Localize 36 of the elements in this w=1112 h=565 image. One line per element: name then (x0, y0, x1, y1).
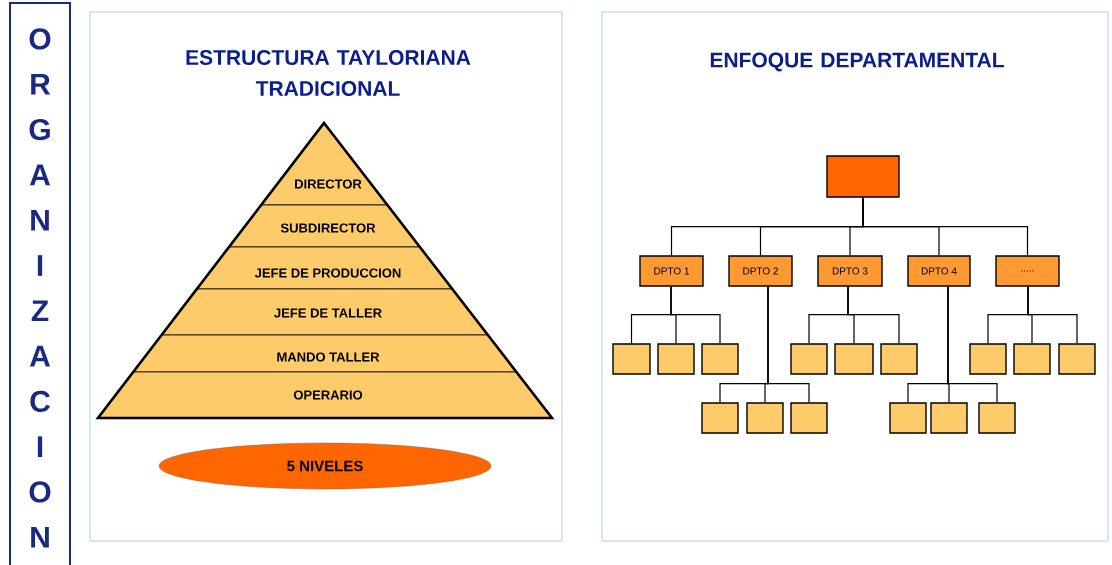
org-box (1013, 343, 1051, 375)
pyramid-level: DIRECTOR (260, 122, 388, 206)
org-box (746, 402, 784, 434)
department-box: ..... (995, 255, 1060, 287)
panel-title: ENFOQUE DEPARTAMENTAL (710, 52, 1004, 72)
department-box: DPTO 2 (728, 255, 793, 287)
org-box (790, 343, 828, 375)
org-box (826, 155, 900, 198)
org-box (889, 402, 927, 434)
pyramid-level: OPERARIO (97, 371, 553, 419)
connector (670, 286, 721, 344)
connector (947, 286, 998, 403)
org-box (790, 402, 828, 434)
org-box (612, 343, 651, 375)
org-box (978, 402, 1016, 434)
connector (767, 286, 810, 403)
org-box (657, 343, 695, 375)
pyramid-level: SUBDIRECTOR (228, 204, 421, 248)
connector (847, 286, 900, 344)
department-box: DPTO 4 (907, 255, 971, 287)
panel-title: ESTRUCTURA TAYLORIANA TRADICIONAL (186, 50, 471, 96)
org-box (880, 343, 918, 375)
pyramid-level: JEFE DE PRODUCCION (196, 246, 453, 290)
org-box (834, 343, 874, 375)
org-box (701, 343, 739, 375)
org-box (969, 343, 1007, 375)
department-box: DPTO 3 (817, 255, 883, 287)
side-band: ORGANIZACION (9, 2, 71, 565)
org-box (930, 402, 968, 434)
org-box (1058, 343, 1096, 375)
connector (862, 197, 1029, 256)
pyramid-level: JEFE DE TALLER (161, 288, 489, 336)
department-box: DPTO 1 (639, 255, 704, 287)
org-box (701, 402, 739, 434)
pyramid-level: MANDO TALLER (132, 334, 517, 373)
connector (1027, 286, 1078, 344)
